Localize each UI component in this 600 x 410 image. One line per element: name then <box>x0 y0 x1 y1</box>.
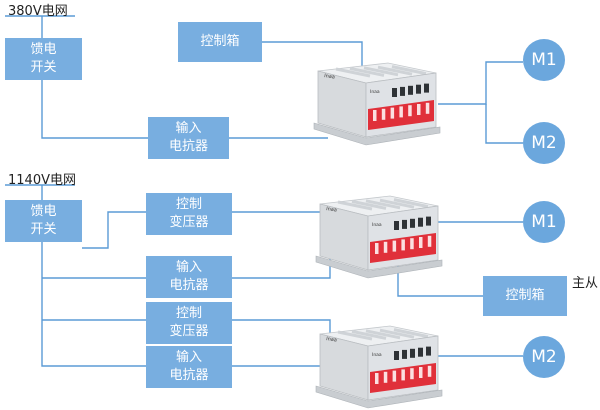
motor-m2-bottom: M2 <box>523 336 565 378</box>
device-terminal-slot <box>419 237 423 248</box>
master-slave-label: 主从 <box>572 276 599 291</box>
device-rib <box>363 66 399 77</box>
control-box-top: 控制箱 <box>178 22 262 62</box>
device-rib <box>351 329 387 340</box>
device-knob <box>408 85 413 95</box>
box-line: 输入 <box>175 260 202 275</box>
device-brand-text: Inaa <box>326 206 338 213</box>
device-base <box>315 385 443 409</box>
device-terminal-slot <box>427 235 432 247</box>
connection-lines <box>5 15 523 367</box>
control-transformer-box-1: 控制 变压器 <box>146 193 232 235</box>
box-line: 开关 <box>30 222 57 237</box>
box-line: 控制 <box>175 197 202 212</box>
motor-m1-middle: M1 <box>523 201 565 243</box>
device-front-brand-text: Inaa <box>372 352 382 358</box>
device-terminal-slot <box>375 243 379 254</box>
box-line: 馈电 <box>30 204 57 219</box>
box-line: 控制箱 <box>200 34 240 49</box>
device-knob <box>424 83 429 93</box>
device-knob <box>402 349 407 359</box>
device-rib <box>351 199 387 210</box>
device-terminal-slot <box>417 104 421 115</box>
device-rib <box>393 328 429 339</box>
control-transformer-box-2: 控制 变压器 <box>146 302 232 344</box>
device-terminal-slot <box>375 373 379 384</box>
device-knob <box>426 346 431 356</box>
box-line: 控制箱 <box>505 288 545 303</box>
device-terminal-slot <box>408 105 412 117</box>
device-rib <box>393 198 429 209</box>
device-knob <box>400 86 405 96</box>
device-rib <box>337 200 373 211</box>
box-line: 变压器 <box>169 215 209 230</box>
device-terminal-slot <box>410 368 414 380</box>
device-terminal-slot <box>401 239 405 251</box>
device-brand-text: Inaa <box>326 336 338 343</box>
device-rib <box>379 328 415 339</box>
box-line: 电抗器 <box>169 278 209 293</box>
device-knob <box>394 221 399 230</box>
box-line: 开关 <box>30 60 57 75</box>
motor-m2-top: M2 <box>523 122 565 164</box>
box-line: 控制 <box>175 306 202 321</box>
device-knob <box>410 218 415 228</box>
device-knob <box>418 217 423 227</box>
device-front-brand-text: Inaa <box>372 222 382 228</box>
device-terminal-slot <box>383 241 388 253</box>
device-terminal-slot <box>392 370 397 382</box>
device-terminal-slot <box>373 110 377 121</box>
device-terminal-slot <box>410 238 414 250</box>
device-rib <box>349 66 385 77</box>
box-line: 输入 <box>175 350 202 365</box>
device-rib <box>365 199 401 210</box>
box-line: 电抗器 <box>169 368 209 383</box>
device-terminal-slot <box>381 108 386 120</box>
device-knob <box>416 84 421 94</box>
grid-380v-label: 380V电网 <box>8 4 68 19</box>
device-front-brand-text: Inaa <box>370 89 380 95</box>
device-knob <box>402 219 407 229</box>
device-terminal-slot <box>419 367 423 378</box>
device-knob <box>426 216 431 226</box>
device-terminal-slot <box>392 240 397 252</box>
device-knob <box>392 88 397 97</box>
device-rib <box>377 65 413 76</box>
device-brand-text: Inaa <box>324 73 336 80</box>
input-reactor-box-3: 输入 电抗器 <box>146 346 232 388</box>
device-terminal-slot <box>427 365 432 377</box>
device-rib <box>379 198 415 209</box>
device-knob <box>410 348 415 358</box>
box-line: 电抗器 <box>168 139 208 154</box>
box-line: 馈电 <box>30 42 57 57</box>
device-knob <box>394 351 399 360</box>
device-terminal-slot <box>401 369 405 381</box>
device-rib <box>391 65 427 76</box>
device-terminal-slot <box>390 107 395 119</box>
device-terminal-slot <box>425 102 430 114</box>
feed-switch-box-1140v: 馈电 开关 <box>5 200 82 242</box>
control-box-right: 控制箱 <box>483 276 567 316</box>
input-reactor-box-2: 输入 电抗器 <box>146 256 232 298</box>
feed-switch-box-380v: 馈电 开关 <box>5 38 82 80</box>
input-reactor-box-1: 输入 电抗器 <box>148 117 229 159</box>
box-line: 输入 <box>175 121 202 136</box>
device-rib <box>335 67 371 78</box>
grid-1140v-label: 1140V电网 <box>8 173 76 188</box>
device-terminal-slot <box>383 371 388 383</box>
box-line: 变压器 <box>169 324 209 339</box>
device-base <box>313 122 441 146</box>
device-knob <box>418 347 423 357</box>
device-rib <box>365 329 401 340</box>
device-base <box>315 255 443 279</box>
device-rib <box>337 330 373 341</box>
motor-m1-top: M1 <box>523 39 565 81</box>
device-terminal-slot <box>399 106 403 118</box>
